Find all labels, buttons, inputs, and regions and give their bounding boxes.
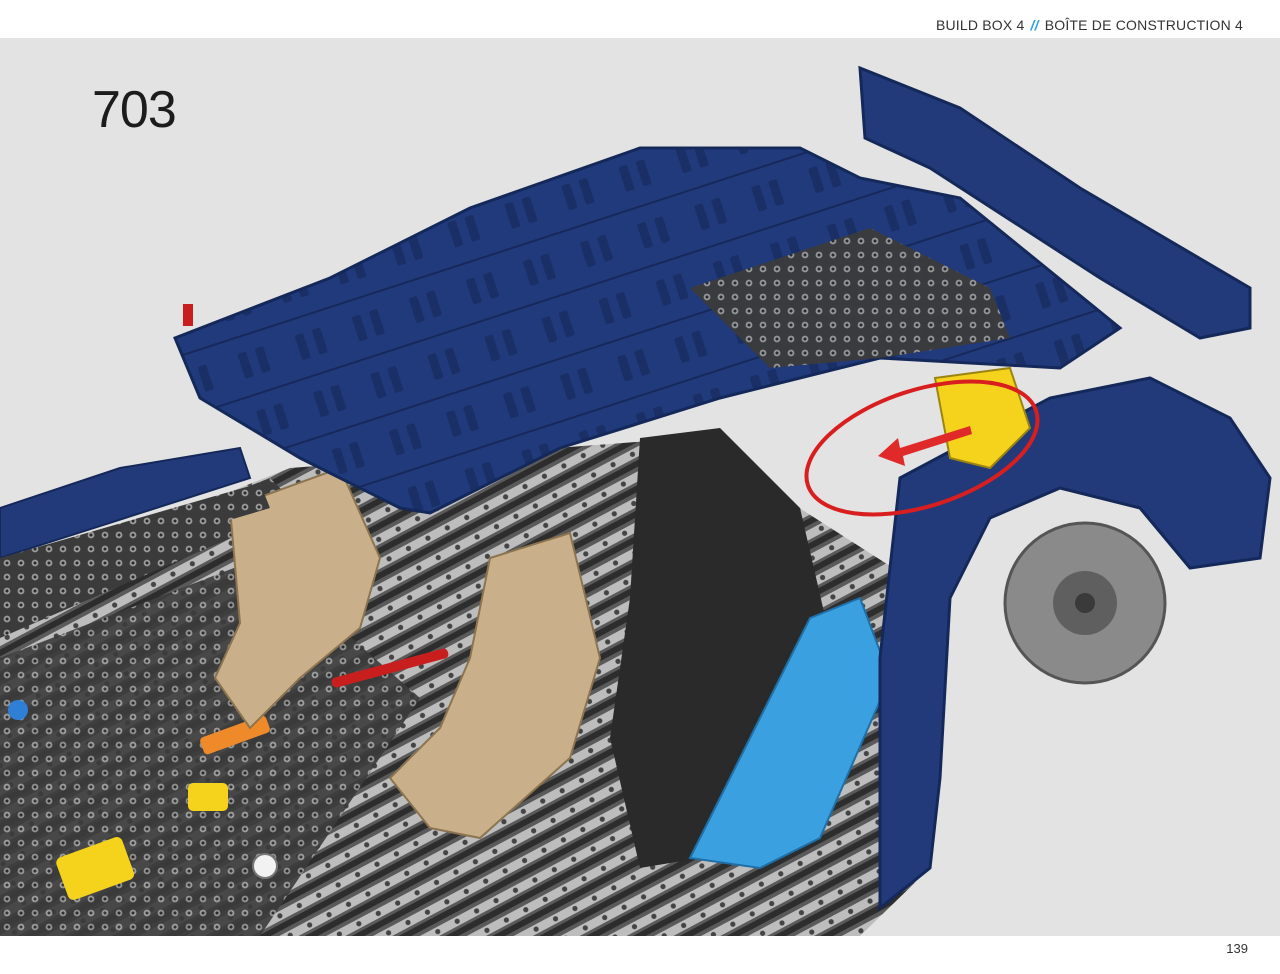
front-seat: [388, 531, 602, 840]
yellow-part-2: [188, 783, 228, 811]
rear-seat: [213, 466, 382, 730]
red-ellipse-highlight-icon: [804, 379, 1040, 517]
side-sill: [0, 446, 252, 560]
yellow-mechanism: [933, 366, 1032, 470]
rocker-panel: [0, 483, 270, 588]
hub-pin: [1075, 593, 1095, 613]
header-separator: //: [1030, 17, 1039, 33]
rear-fender: [878, 376, 1272, 912]
page-header: BUILD BOX 4 // BOÎTE DE CONSTRUCTION 4: [0, 0, 1280, 38]
instruction-canvas: 703: [0, 38, 1280, 936]
door-panels: [610, 428, 892, 870]
engine-bay: [690, 228, 1032, 470]
build-box-en: BUILD BOX 4: [935, 17, 1025, 33]
rear-spoiler: [858, 65, 1252, 340]
build-box-fr: BOÎTE DE CONSTRUCTION 4: [1044, 17, 1243, 33]
lego-car-illustration: [0, 65, 1272, 936]
page-number: 139: [1226, 941, 1248, 956]
build-box-label: BUILD BOX 4 // BOÎTE DE CONSTRUCTION 4: [936, 17, 1243, 33]
step-number: 703: [92, 81, 177, 139]
page-footer: 139: [0, 936, 1280, 974]
red-axle: [331, 648, 449, 688]
blue-pin: [8, 700, 28, 720]
light-blue-door-panel: [688, 596, 892, 870]
white-pin: [252, 853, 278, 879]
red-tab: [183, 304, 193, 326]
yellow-part-1: [56, 837, 135, 900]
callout-highlight: [804, 379, 1040, 517]
engine-area: [690, 228, 1010, 368]
wheel-hub: [1003, 521, 1167, 685]
seats-group: [213, 466, 602, 840]
red-arrow-icon: [878, 426, 972, 466]
